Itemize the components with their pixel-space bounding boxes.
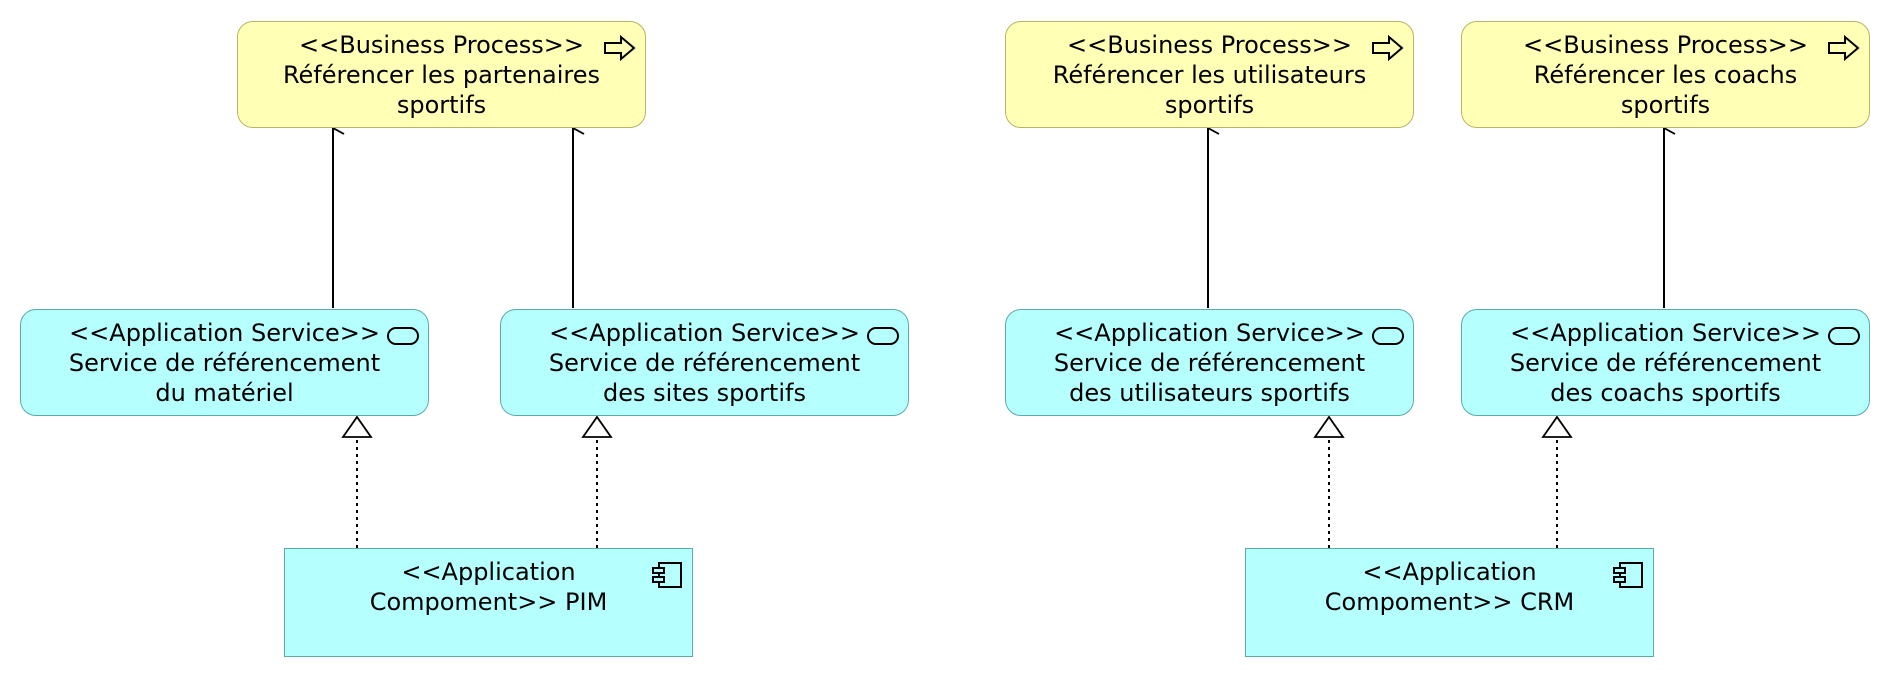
node-label: Référencer les coachs sportifs bbox=[1533, 61, 1798, 119]
application-service-sites[interactable]: <<Application Service>> Service de référ… bbox=[500, 309, 909, 416]
node-label: Service de référencement du matériel bbox=[68, 349, 381, 407]
node-label: Service de référencement des utilisateur… bbox=[1053, 349, 1366, 407]
application-service-coachs[interactable]: <<Application Service>> Service de référ… bbox=[1461, 309, 1870, 416]
service-pill-icon bbox=[1828, 327, 1860, 345]
service-pill-icon bbox=[867, 327, 899, 345]
business-process-partenaires[interactable]: <<Business Process>> Référencer les part… bbox=[237, 21, 646, 128]
realization-arrowhead bbox=[1313, 415, 1345, 438]
node-stereotype: <<Business Process>> bbox=[1067, 31, 1352, 59]
component-icon bbox=[652, 562, 682, 588]
service-pill-icon bbox=[1372, 327, 1404, 345]
realization-arrowhead bbox=[1541, 415, 1573, 438]
process-arrow-icon bbox=[1828, 34, 1860, 62]
realization-arrowhead bbox=[341, 415, 373, 438]
node-label: <<Application Compoment>> PIM bbox=[369, 558, 608, 616]
node-label: Service de référencement des sites sport… bbox=[548, 349, 861, 407]
business-process-coachs[interactable]: <<Business Process>> Référencer les coac… bbox=[1461, 21, 1870, 128]
process-arrow-icon bbox=[1372, 34, 1404, 62]
node-label: Service de référencement des coachs spor… bbox=[1509, 349, 1822, 407]
node-stereotype: <<Application Service>> bbox=[1054, 319, 1365, 347]
node-stereotype: <<Application Service>> bbox=[69, 319, 380, 347]
application-component-pim[interactable]: <<Application Compoment>> PIM bbox=[284, 548, 693, 657]
application-service-materiel[interactable]: <<Application Service>> Service de référ… bbox=[20, 309, 429, 416]
process-arrow-icon bbox=[604, 34, 636, 62]
business-process-utilisateurs[interactable]: <<Business Process>> Référencer les util… bbox=[1005, 21, 1414, 128]
component-icon bbox=[1613, 562, 1643, 588]
node-stereotype: <<Business Process>> bbox=[1523, 31, 1808, 59]
realization-arrowhead bbox=[581, 415, 613, 438]
application-component-crm[interactable]: <<Application Compoment>> CRM bbox=[1245, 548, 1654, 657]
node-label: Référencer les utilisateurs sportifs bbox=[1052, 61, 1367, 119]
node-stereotype: <<Application Service>> bbox=[1510, 319, 1821, 347]
node-stereotype: <<Business Process>> bbox=[299, 31, 584, 59]
node-label: Référencer les partenaires sportifs bbox=[282, 61, 601, 119]
node-stereotype: <<Application Service>> bbox=[549, 319, 860, 347]
node-label: <<Application Compoment>> CRM bbox=[1324, 558, 1575, 616]
application-service-utilisateurs[interactable]: <<Application Service>> Service de référ… bbox=[1005, 309, 1414, 416]
service-pill-icon bbox=[387, 327, 419, 345]
